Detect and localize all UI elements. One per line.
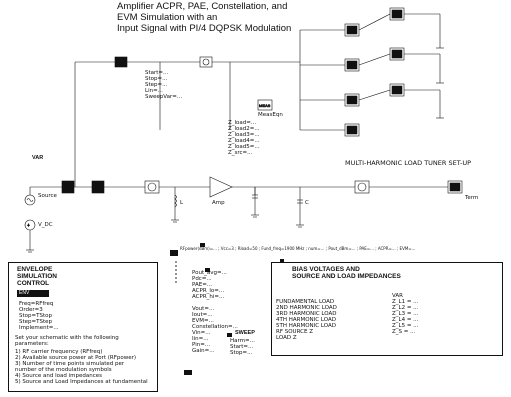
sim-param-1: Order=3 — [19, 307, 43, 313]
sim-param-0: Freq=RFfreq — [19, 301, 54, 307]
sim-note-1: Set your schematic with the following — [15, 335, 119, 341]
sim-step-5: 5) Source and Load Impedances at fundame… — [15, 379, 148, 385]
var-right-line-4: Z_load5=... — [228, 144, 260, 150]
bias-row-1: 2ND HARMONIC LOAD — [276, 305, 337, 311]
var-mid-line-3: Lin=... — [145, 88, 163, 94]
page-title-line-1: Amplifier ACPR, PAE, Constellation, and — [117, 1, 288, 12]
sim-heading-1: ENVELOPE — [17, 266, 53, 273]
var-block-mid[interactable]: Start=... Stop=... Step=... Lin=... Swee… — [145, 70, 182, 100]
sim-step-0: 1) RF carrier frequency (RFfreq) — [15, 349, 103, 355]
eq-line-7: EVM=... — [192, 318, 214, 324]
coupler-block-top — [114, 56, 128, 68]
sim-param-3: Step=TStep — [19, 319, 53, 325]
label-source: Source — [38, 193, 57, 199]
eq-line-1: Pdc=... — [192, 276, 212, 282]
var-right-line-0: Z_load=... — [228, 120, 257, 126]
harm-sweep-line-1: Start=... — [230, 344, 254, 350]
sim-param-4: Implement=... — [19, 325, 59, 331]
var-mid-line-2: Step=... — [145, 82, 168, 88]
coupler-block-2 — [91, 180, 105, 194]
harm-sweep-line-0: Harm=... — [230, 338, 255, 344]
eq-line-10: Iin=... — [192, 336, 209, 342]
eq-line-2: PAE=... — [192, 282, 213, 288]
var-right-line-5: Z_src=... — [228, 150, 253, 156]
eq-line-9: Vin=... — [192, 330, 211, 336]
bias-row-3: 4TH HARMONIC LOAD — [276, 317, 336, 323]
bias-row-2: 3RD HARMONIC LOAD — [276, 311, 337, 317]
equations-block[interactable]: Pout_avg=... Pdc=... PAE=... ACPR_lo=...… — [180, 270, 260, 370]
sim-param-2: Stop=TStop — [19, 313, 52, 319]
bias-row-0: FUNDAMENTAL LOAD — [276, 299, 335, 305]
harm-sweep-line-2: Stop=... — [230, 350, 253, 356]
dc-source-icon: + — [24, 219, 36, 231]
var-mid-line-1: Stop=... — [145, 76, 168, 82]
sim-step-1: 2) Available source power at Port (RFpow… — [15, 355, 136, 361]
equation-line: RFpower(dBm)=... ; Vcc=3 ; Rload=50 ; Fu… — [180, 246, 416, 251]
var-left-heading: VAR — [32, 155, 44, 161]
eq-line-12: Gain=... — [192, 348, 215, 354]
var-right-line-2: Z_load3=... — [228, 132, 260, 138]
page-title-line-2: EVM Simulation with an — [117, 12, 218, 23]
label-cap: C — [305, 200, 309, 206]
amplifier-icon — [209, 176, 233, 198]
sim-step-3: number of the modulation symbols — [15, 367, 112, 373]
meter-block-top — [199, 56, 213, 68]
bias-row-4: 5TH HARMONIC LOAD — [276, 323, 336, 329]
page-title-line-3: Input Signal with PI/4 DQPSK Modulation — [117, 23, 292, 34]
top-components: MEAS — [114, 56, 273, 111]
harm-sweep-heading: SWEEP — [235, 330, 255, 336]
coupler-block-1 — [61, 180, 75, 194]
bias-heading-1: BIAS VOLTAGES AND — [292, 266, 360, 273]
meter-block-2 — [354, 180, 370, 194]
harmonic-tuner-blocks — [344, 7, 444, 137]
meter-block-1 — [144, 180, 160, 194]
bias-var-values: VAR Z_L1 = ... Z_L2 = ... Z_L3 = ... Z_L… — [392, 293, 419, 335]
bias-impedance-panel[interactable]: BIAS VOLTAGES AND SOURCE AND LOAD IMPEDA… — [271, 262, 503, 356]
sim-heading-3: CONTROL — [17, 280, 50, 287]
var-right-line-3: Z_load4=... — [228, 138, 260, 144]
env-sim-button[interactable]: ENV — [17, 290, 49, 297]
simulation-control-panel[interactable]: ENVELOPE SIMULATION CONTROL ENV Freq=RFf… — [8, 262, 158, 392]
var-block-right[interactable]: Z_load=... Z_load2=... Z_load3=... Z_loa… — [228, 120, 260, 156]
legend-dot-column — [175, 261, 177, 283]
sim-note-2: parameters: — [15, 341, 49, 347]
signal-chain — [24, 176, 463, 208]
var-right-line-1: Z_load2=... — [228, 126, 260, 132]
eq-line-4: ACPR_hi=... — [192, 294, 225, 300]
label-amp: Amp — [212, 200, 225, 206]
svg-text:MEAS: MEAS — [259, 103, 271, 108]
bias-row-5: RF SOURCE Z — [276, 329, 313, 335]
meas-block — [257, 99, 273, 111]
svg-text:+: + — [27, 223, 30, 229]
var-mid-line-4: SweepVar=... — [145, 94, 183, 100]
harmonic-sweep-block[interactable]: SWEEP Harm=... Start=... Stop=... — [230, 330, 270, 390]
eq-line-6: Iout=... — [192, 312, 213, 318]
sim-heading-2: SIMULATION — [17, 273, 57, 280]
label-meas: MeasEqn — [258, 112, 283, 118]
eq-line-0: Pout_avg=... — [192, 270, 227, 276]
eq-line-5: Vout=... — [192, 306, 215, 312]
sim-step-4: 4) Source and load impedances — [15, 373, 103, 379]
tuner-setup-label: MULTI-HARMONIC LOAD TUNER SET-UP — [345, 159, 472, 167]
var-mid-line-0: Start=... — [145, 70, 169, 76]
sim-step-2: 3) Number of time points simulated per — [15, 361, 125, 367]
eq-line-11: Pin=... — [192, 342, 211, 348]
eq-line-3: ACPR_lo=... — [192, 288, 225, 294]
label-term-out: Term — [465, 195, 479, 201]
label-dc: V_DC — [38, 222, 53, 228]
bias-row-6: LOAD Z — [276, 335, 297, 341]
marker-squares — [170, 243, 284, 375]
eq-line-8: Constellation=... — [192, 324, 238, 330]
bias-heading-2: SOURCE AND LOAD IMPEDANCES — [292, 273, 401, 280]
label-ind: L — [180, 200, 184, 206]
